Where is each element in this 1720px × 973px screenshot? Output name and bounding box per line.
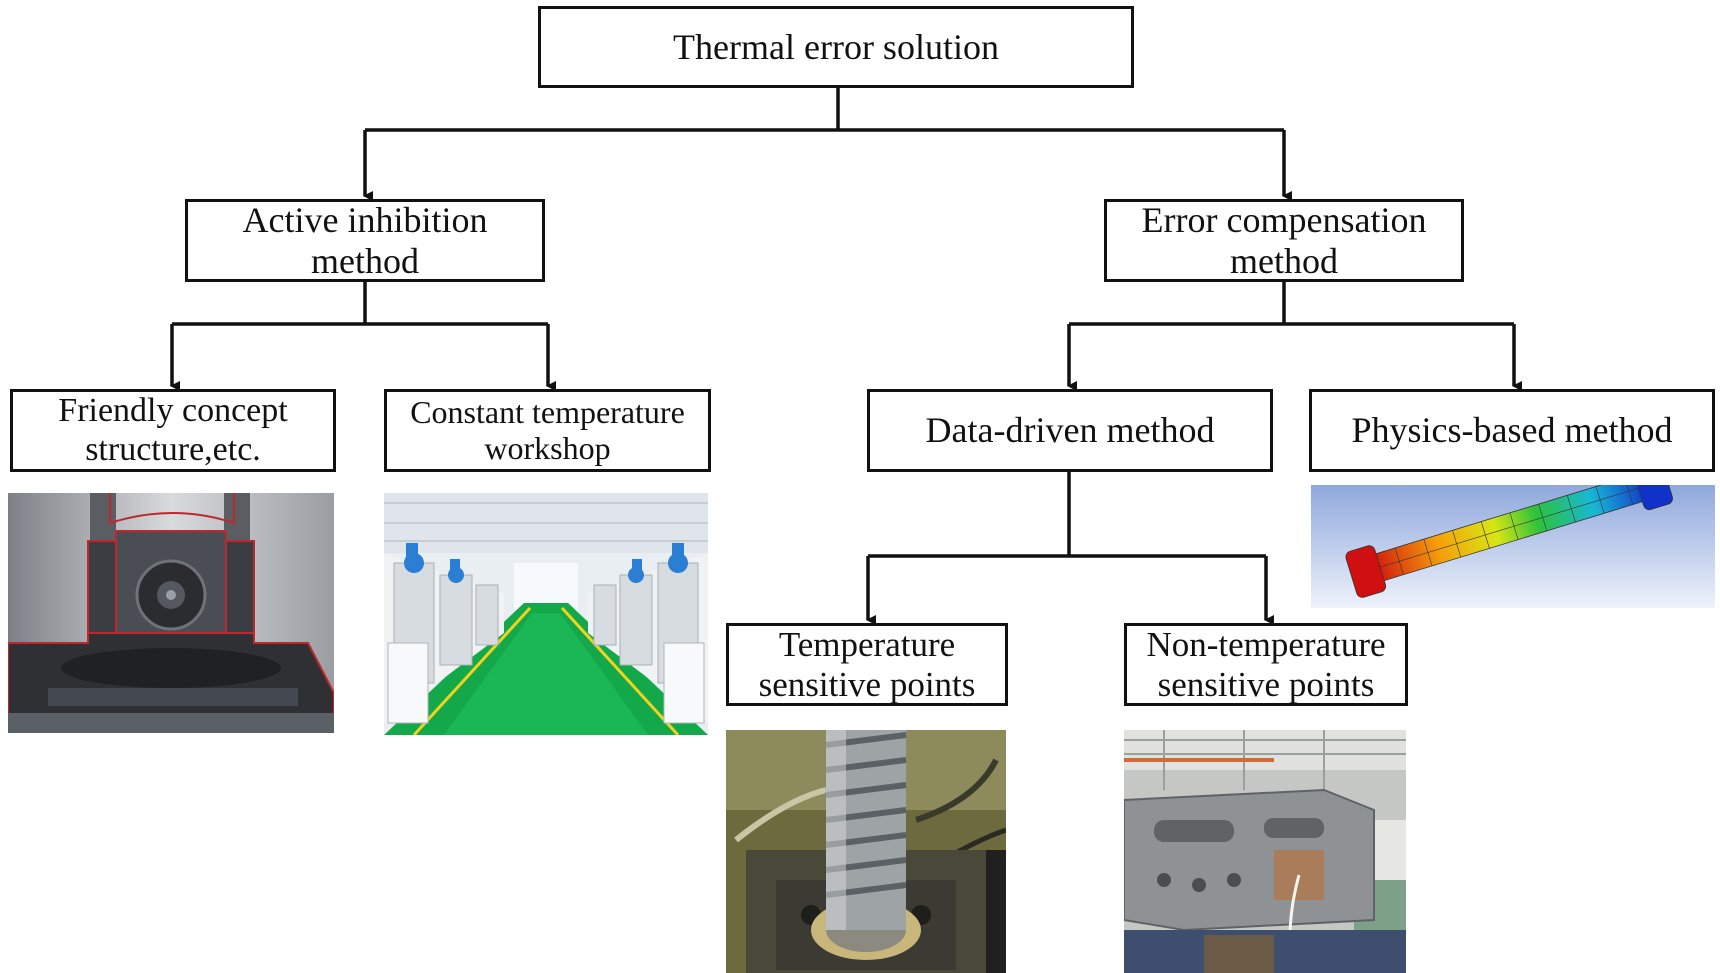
non-temperature-points-node: Non-temperature sensitive points	[1124, 623, 1408, 706]
physics-based-label: Physics-based method	[1351, 410, 1673, 451]
friendly-concept-label: Friendly concept structure,etc.	[58, 392, 288, 468]
workshop-image	[384, 493, 708, 735]
error-compensation-label: Error compensation method	[1141, 200, 1427, 281]
error-compensation-node: Error compensation method	[1104, 199, 1464, 282]
machine-structure-image	[8, 493, 334, 733]
constant-temperature-node: Constant temperature workshop	[384, 389, 711, 472]
data-driven-label: Data-driven method	[925, 410, 1215, 451]
root-label: Thermal error solution	[673, 26, 999, 67]
constant-temperature-label: Constant temperature workshop	[410, 393, 685, 466]
temperature-points-node: Temperature sensitive points	[726, 623, 1008, 706]
data-driven-node: Data-driven method	[867, 389, 1273, 472]
active-inhibition-label: Active inhibition method	[242, 200, 488, 281]
friendly-concept-node: Friendly concept structure,etc.	[10, 389, 336, 472]
active-inhibition-node: Active inhibition method	[185, 199, 545, 282]
fea-model-image	[1311, 485, 1715, 608]
physics-based-node: Physics-based method	[1309, 389, 1715, 472]
non-temperature-points-label: Non-temperature sensitive points	[1146, 625, 1386, 704]
temperature-points-label: Temperature sensitive points	[758, 625, 976, 704]
machine-part-image	[1124, 730, 1406, 973]
ballscrew-image	[726, 730, 1006, 973]
root-node: Thermal error solution	[538, 6, 1134, 88]
